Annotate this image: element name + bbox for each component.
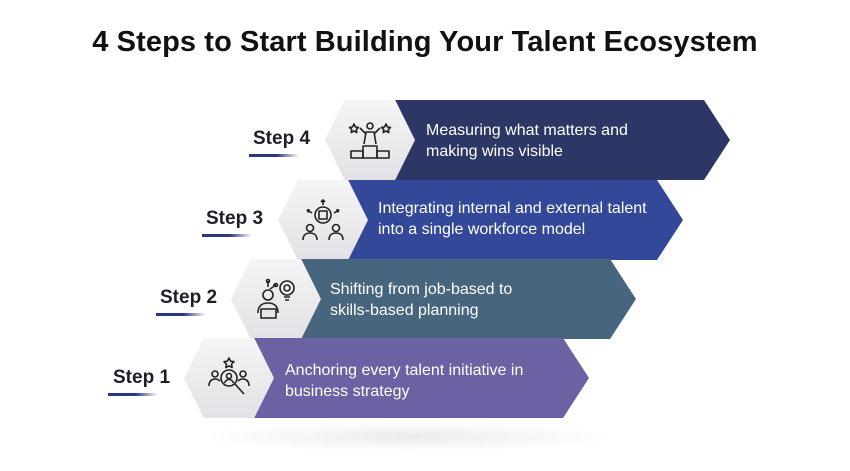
step-1-band: [219, 338, 589, 418]
base-shadow: [200, 422, 620, 452]
workforce-network-icon: [302, 199, 344, 241]
step-4-hex: [325, 100, 415, 180]
step-1-underline: [108, 393, 158, 396]
step-2-hex: [231, 259, 321, 339]
step-3-line-1: Integrating internal and external talent: [378, 200, 647, 217]
step-3-band: [313, 180, 683, 260]
step-3-label: Step 3: [206, 208, 264, 229]
step-1-label: Step 1: [113, 367, 171, 388]
step-2-band: [266, 259, 636, 339]
step-1: Step 1 Anchoring every talent initiative…: [0, 338, 850, 418]
step-4-band: [360, 100, 730, 180]
step-1-line-1: Anchoring every talent initiative in: [285, 362, 524, 379]
step-4-line-2: making wins visible: [426, 143, 563, 160]
step-4-line-1: Measuring what matters and: [426, 122, 628, 139]
step-3-line-2: into a single workforce model: [378, 221, 586, 238]
step-1-line-2: business strategy: [285, 383, 410, 400]
step-4-text: Measuring what matters and making wins v…: [426, 120, 628, 162]
people-search-icon: [208, 357, 250, 395]
winner-podium-icon: [348, 122, 392, 159]
step-3: Step 3 Integrating internal and external…: [0, 180, 850, 260]
step-3-hex: [278, 180, 368, 260]
step-2-label: Step 2: [160, 287, 218, 308]
step-2-underline: [156, 313, 206, 316]
step-1-hex: [184, 338, 274, 418]
step-3-underline: [202, 234, 252, 237]
step-3-text: Integrating internal and external talent…: [378, 198, 647, 240]
page-title: 4 Steps to Start Building Your Talent Ec…: [92, 26, 758, 58]
step-4-label: Step 4: [253, 128, 311, 149]
step-1-text: Anchoring every talent initiative in bus…: [285, 360, 523, 402]
step-4: Step 4 Measuring what matters and making…: [0, 100, 850, 180]
step-2-line-2: skills-based planning: [330, 302, 479, 319]
step-2: Step 2 Shifting from job-based to skills…: [0, 259, 850, 339]
step-4-underline: [249, 154, 299, 157]
step-2-text: Shifting from job-based to skills-based …: [330, 279, 512, 321]
person-skills-icon: [257, 278, 295, 319]
step-2-line-1: Shifting from job-based to: [330, 281, 513, 298]
